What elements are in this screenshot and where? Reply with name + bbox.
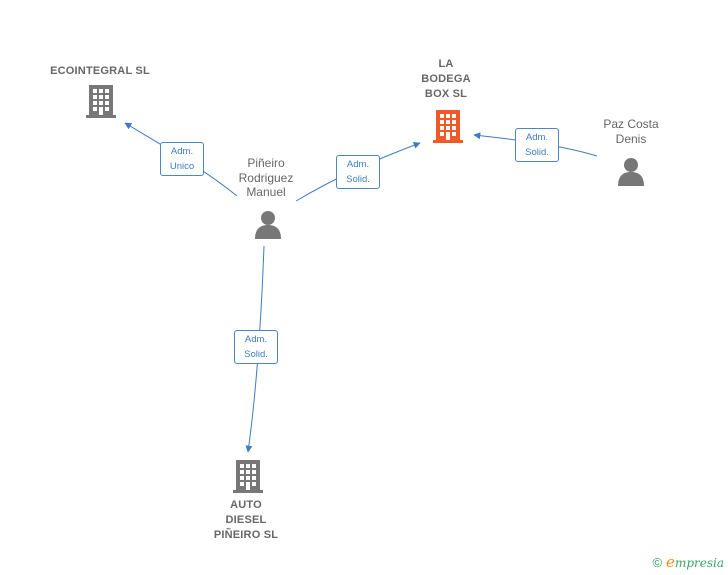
person-icon[interactable] (255, 211, 281, 239)
copyright-symbol: © (652, 554, 663, 570)
building-icon[interactable] (86, 85, 116, 118)
brand-initial: e (666, 553, 675, 571)
edge-label-pineiro-ecointegral: Adm. Unico (160, 142, 204, 176)
edge-label-pineiro-auto: Adm. Solid. (234, 330, 278, 364)
edge-label-paz-bodega: Adm. Solid. (515, 128, 559, 162)
edge-label-pineiro-bodega: Adm. Solid. (336, 155, 380, 189)
node-label-pineiro[interactable]: Piñeiro Rodriguez Manuel (238, 156, 294, 199)
empresia-watermark: © empresia (652, 553, 724, 571)
brand-rest: mpresia (674, 556, 724, 570)
node-label-ecointegral[interactable]: ECOINTEGRAL SL (50, 65, 150, 77)
node-label-la-bodega-box[interactable]: LA BODEGA BOX SL (421, 58, 471, 100)
building-icon[interactable] (233, 460, 263, 493)
building-icon[interactable] (433, 110, 463, 143)
person-icon[interactable] (618, 158, 644, 186)
empresia-logo: empresia (666, 553, 724, 571)
node-label-paz-costa[interactable]: Paz Costa Denis (603, 117, 659, 146)
node-label-auto-diesel[interactable]: AUTO DIESEL PIÑEIRO SL (213, 499, 279, 541)
